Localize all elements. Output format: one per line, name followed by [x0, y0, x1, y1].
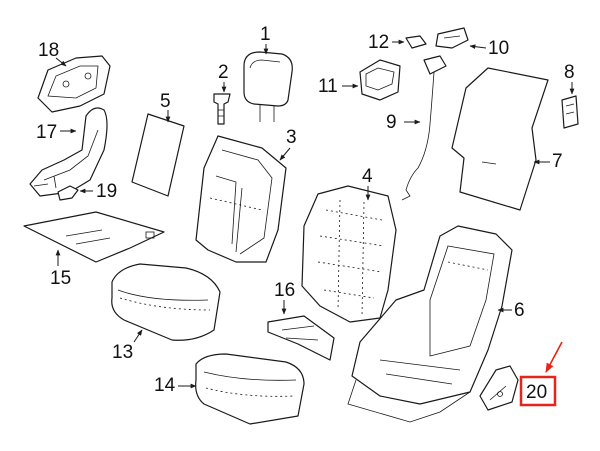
part-14-cushion-pad — [195, 353, 305, 425]
callout-1: 1 — [260, 24, 271, 45]
callout-11: 11 — [318, 76, 338, 97]
callout-4: 4 — [362, 166, 373, 187]
part-7-back-board — [451, 67, 549, 211]
callout-6: 6 — [514, 300, 525, 321]
part-1-headrest — [243, 51, 293, 122]
callout-17: 17 — [36, 122, 57, 143]
part-12-clip — [405, 35, 427, 49]
part-8-latch — [561, 95, 579, 129]
part-17-side-bracket — [29, 107, 108, 197]
callout-3: 3 — [286, 127, 297, 148]
part-15-trim-panel — [23, 211, 165, 263]
callout-20: 20 — [526, 382, 547, 403]
part-6-seat-frame — [347, 225, 513, 423]
callout-7: 7 — [552, 151, 563, 172]
part-9-cable — [401, 55, 447, 201]
callout-2: 2 — [218, 62, 229, 83]
callout-8: 8 — [564, 62, 575, 83]
part-20-side-cover — [479, 365, 519, 411]
callout-19: 19 — [96, 181, 117, 202]
part-13-seat-cushion — [111, 263, 221, 341]
part-4-seatback-pad — [301, 185, 397, 323]
part-11-switch — [359, 59, 401, 101]
callout-9: 9 — [386, 112, 397, 133]
callout-5: 5 — [160, 91, 171, 112]
highlight-arrow — [545, 341, 563, 373]
callout-15: 15 — [50, 268, 71, 289]
callout-14: 14 — [154, 375, 176, 396]
callout-10: 10 — [488, 38, 509, 59]
highlight-box — [519, 375, 557, 407]
part-2-headrest-guide — [213, 93, 231, 125]
callout-12: 12 — [368, 32, 389, 53]
part-19-clip — [57, 185, 79, 201]
callout-16: 16 — [274, 280, 295, 301]
part-10-bracket — [435, 27, 469, 49]
part-18-armrest-cap — [37, 55, 111, 113]
part-3-seatback-cover — [195, 135, 287, 263]
callout-13: 13 — [112, 342, 133, 363]
part-5-back-panel — [131, 113, 185, 197]
part-16-side-trim — [267, 315, 335, 361]
callout-18: 18 — [38, 40, 59, 61]
